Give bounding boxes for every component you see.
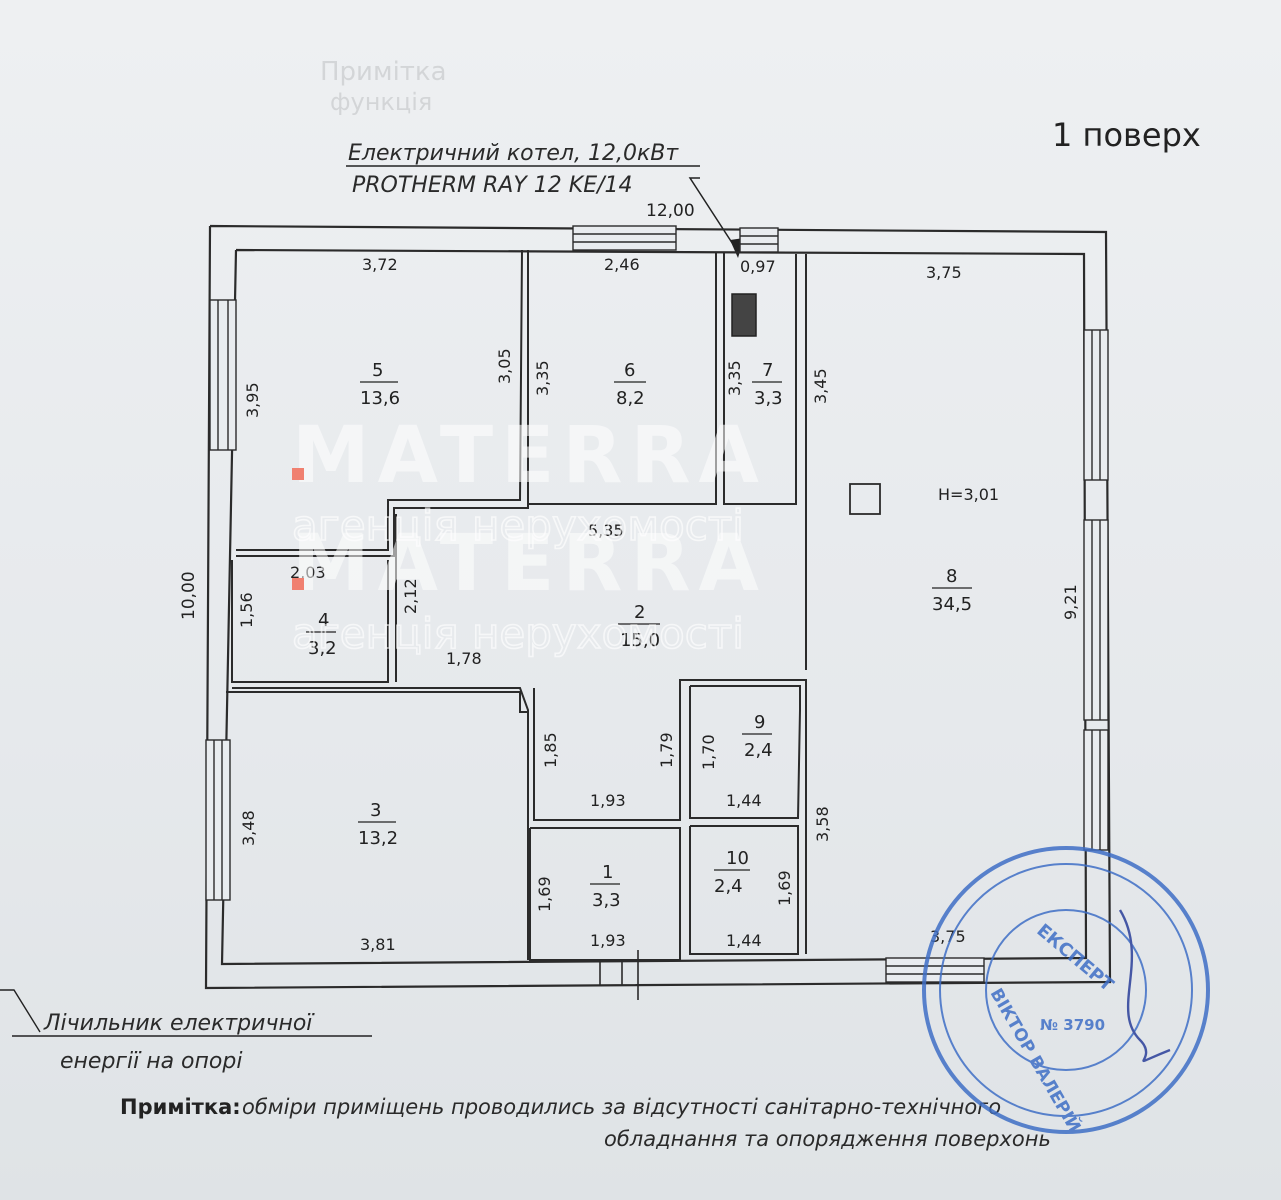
- windows: [205, 225, 1109, 983]
- room-4-num: 4: [318, 610, 329, 631]
- note-label: Примітка:: [120, 1095, 241, 1119]
- watermark-sub-1: агенція нерухомості: [292, 501, 744, 550]
- dim-r9-left: 1,70: [699, 734, 718, 770]
- note-text1: обміри приміщень проводились за відсутно…: [242, 1095, 1001, 1119]
- watermark-brand-2: MATERRA: [292, 519, 767, 609]
- dim-r5-top: 3,72: [362, 255, 398, 274]
- dim-r8-left: 3,45: [811, 368, 830, 404]
- outer-walls: [204, 224, 1112, 990]
- dim-r7-left: 3,35: [725, 360, 744, 396]
- signature: [1118, 909, 1171, 1063]
- room-6-num: 6: [624, 360, 635, 381]
- dim-r3-left: 3,48: [239, 810, 258, 846]
- faint-background-text: Примітка функція: [320, 57, 447, 116]
- dim-r2-h2: 1,79: [657, 732, 676, 768]
- overall-width: 12,00: [646, 201, 695, 221]
- dim-r3-bot: 3,81: [360, 935, 396, 954]
- dim-r10-bot: 1,44: [726, 931, 762, 950]
- room-5-area: 13,6: [360, 388, 400, 409]
- room-8-area: 34,5: [932, 594, 972, 615]
- dim-r2-mid: 1,78: [446, 649, 482, 668]
- dim-r5-right: 3,05: [495, 348, 514, 384]
- dim-r1-bot: 1,93: [590, 931, 626, 950]
- dim-r1-left: 1,69: [535, 876, 554, 912]
- dim-height: H=3,01: [938, 485, 999, 504]
- boiler-line2: PROTHERM RAY 12 KE/14: [352, 173, 633, 198]
- overall-height: 10,00: [179, 571, 199, 620]
- dim-r4-top: 2,03: [290, 563, 326, 582]
- meter-annotation: Лічильник електричної енергії на опорі: [0, 989, 372, 1074]
- room-2-area: 15,0: [620, 630, 660, 651]
- room-3-area: 13,2: [358, 828, 398, 849]
- room-9-num: 9: [754, 712, 765, 733]
- dim-r2-top: 5,35: [588, 521, 624, 540]
- svg-text:функція: функція: [330, 88, 432, 116]
- dim-r2-h1: 1,85: [541, 732, 560, 768]
- official-stamp: ЕКСПЕРТ ВІКТОР ВАЛЕРІЙ № 3790: [922, 846, 1210, 1136]
- watermark-marker: [292, 578, 304, 590]
- room-2-num: 2: [634, 602, 645, 623]
- room-10-num: 10: [726, 848, 749, 869]
- meter-line2: енергії на опорі: [60, 1049, 242, 1074]
- dim-r4-left: 1,56: [237, 592, 256, 628]
- dim-r10-right: 1,69: [775, 870, 794, 906]
- stamp-reg: № 3790: [1040, 1016, 1105, 1034]
- vent-shaft: [849, 483, 881, 515]
- room-1-area: 3,3: [592, 890, 621, 911]
- room-6-area: 8,2: [616, 388, 645, 409]
- watermark-sub-2: агенція нерухомості: [292, 609, 744, 658]
- room-labels: 5 13,6 6 8,2 7 3,3 8 34,5 4 3,2 2 15,0 3…: [306, 360, 972, 911]
- dim-r8-bottom: 3,58: [813, 806, 832, 842]
- dim-r5-left: 3,95: [243, 382, 262, 418]
- svg-text:Примітка: Примітка: [320, 57, 447, 87]
- watermark-brand-1: MATERRA: [292, 411, 767, 501]
- room-8-num: 8: [946, 566, 957, 587]
- interior-walls: [226, 249, 807, 961]
- room-10-area: 2,4: [714, 876, 743, 897]
- room-7-num: 7: [762, 360, 773, 381]
- room-7-area: 3,3: [754, 388, 783, 409]
- dim-r8-top: 3,75: [926, 263, 962, 282]
- note: Примітка: обміри приміщень проводились з…: [120, 1095, 1051, 1151]
- watermark-marker: [292, 468, 304, 480]
- dim-r6-left: 3,35: [533, 360, 552, 396]
- boiler-line1: Електричний котел, 12,0кВт: [348, 141, 679, 166]
- note-text2: обладнання та опорядження поверхонь: [604, 1127, 1051, 1151]
- dim-r8-right: 9,21: [1061, 584, 1080, 620]
- room-9-area: 2,4: [744, 740, 773, 761]
- room-5-num: 5: [372, 360, 383, 381]
- dim-r2-left: 2,12: [401, 578, 420, 614]
- dim-r2-bot: 1,93: [590, 791, 626, 810]
- watermark: MATERRA агенція нерухомості MATERRA аген…: [291, 411, 767, 659]
- dim-r6-top: 2,46: [604, 255, 640, 274]
- dim-r7-top: 0,97: [740, 257, 776, 276]
- room-4-area: 3,2: [308, 638, 337, 659]
- entrance-marks: [599, 950, 639, 1000]
- dim-r9-bot: 1,44: [726, 791, 762, 810]
- floor-label: 1 поверх: [1052, 116, 1201, 154]
- boiler-icon: [731, 293, 757, 337]
- dim-r8-bot-w: 3,75: [930, 927, 966, 946]
- room-1-num: 1: [602, 862, 613, 883]
- boiler-leader: [688, 177, 739, 253]
- meter-line1: Лічильник електричної: [43, 1011, 315, 1036]
- room-3-num: 3: [370, 800, 381, 821]
- dimension-labels: 3,72 3,95 3,05 2,46 3,35 0,97 3,35 3,75 …: [237, 255, 1080, 954]
